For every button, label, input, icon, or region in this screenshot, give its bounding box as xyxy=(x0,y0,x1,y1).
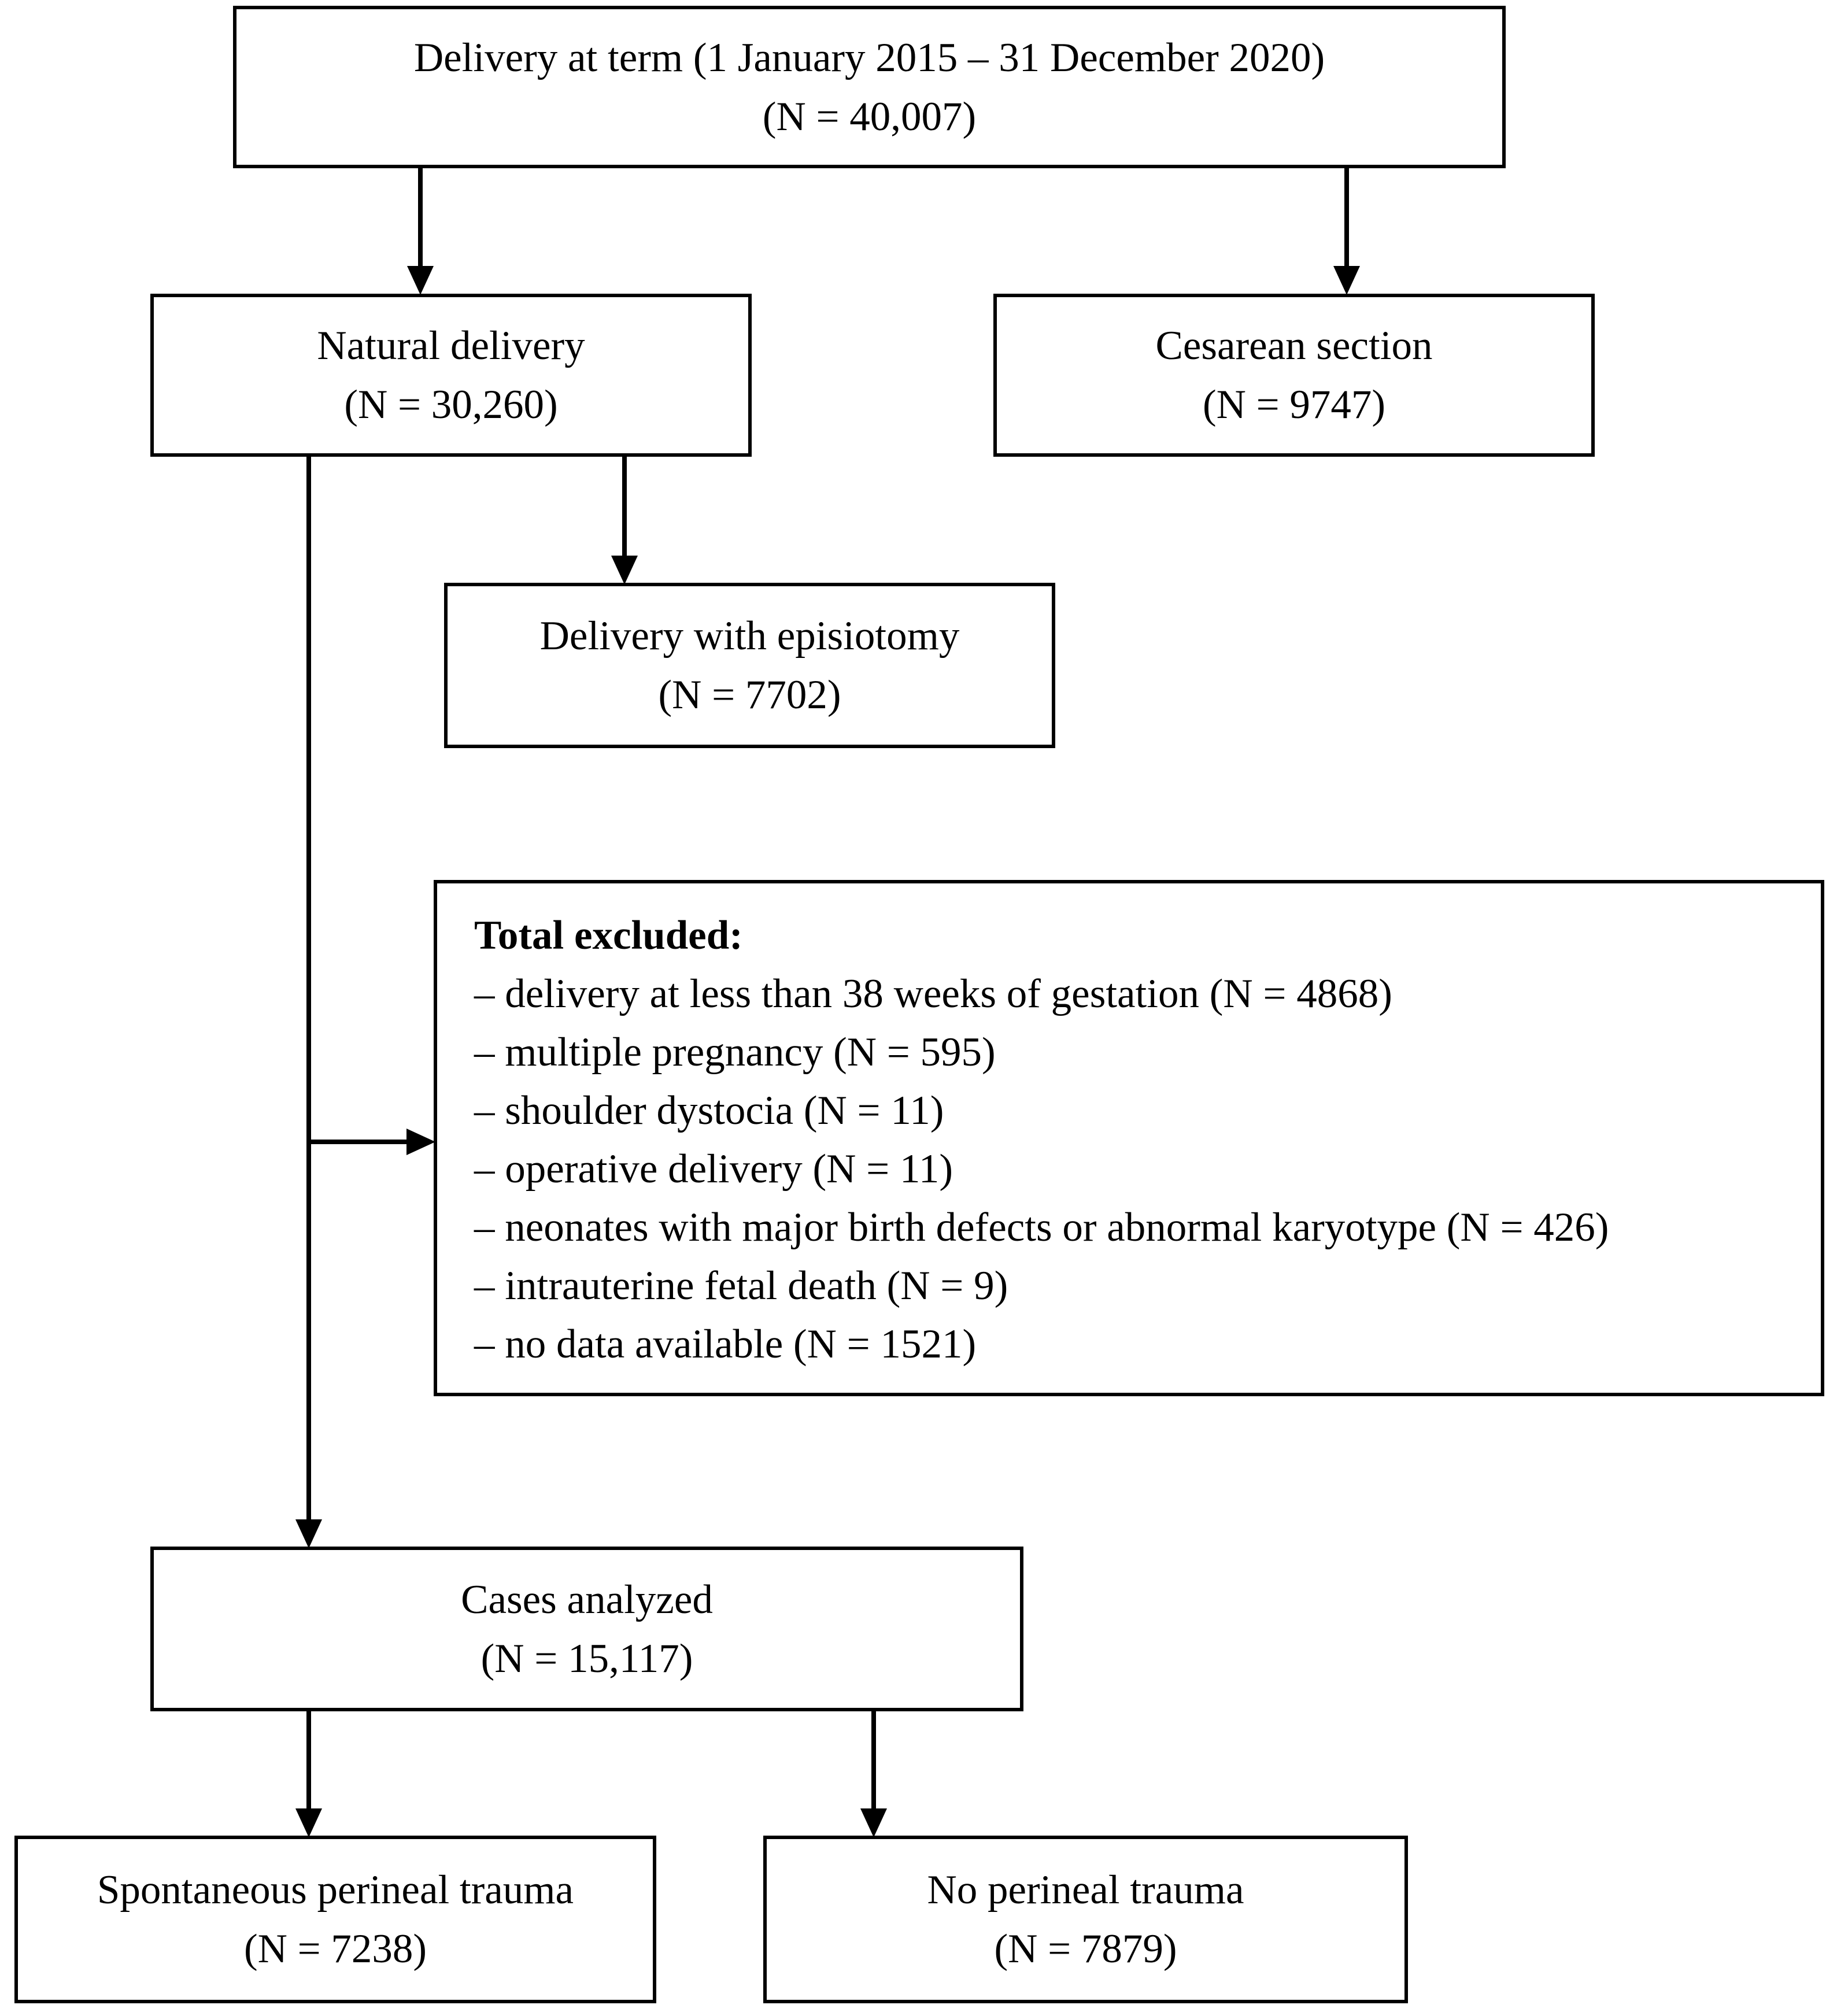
excluded-item: – multiple pregnancy (N = 595) xyxy=(474,1030,996,1075)
arrowhead-cesarean xyxy=(1333,266,1360,295)
no-perineal-trauma-count: (N = 7879) xyxy=(994,1926,1177,1971)
start-count: (N = 40,007) xyxy=(762,94,977,139)
excluded-item: – shoulder dystocia (N = 11) xyxy=(474,1088,944,1133)
cesarean-section-count: (N = 9747) xyxy=(1202,382,1386,427)
arrowhead-natural xyxy=(407,266,434,295)
episiotomy-count: (N = 7702) xyxy=(658,672,841,717)
perineal-trauma-title: Spontaneous perineal trauma xyxy=(97,1867,574,1913)
excluded-item: – intrauterine fetal death (N = 9) xyxy=(474,1263,1008,1308)
natural-delivery-count: (N = 30,260) xyxy=(344,382,558,427)
arrowhead-episiotomy xyxy=(611,556,638,585)
excluded-item: – operative delivery (N = 11) xyxy=(474,1146,953,1192)
arrowhead-trauma xyxy=(295,1808,322,1837)
cases-analyzed-count: (N = 15,117) xyxy=(480,1636,693,1681)
excluded-item: – neonates with major birth defects or a… xyxy=(474,1205,1609,1250)
excluded-list: – delivery at less than 38 weeks of gest… xyxy=(474,965,1821,1374)
start-title: Delivery at term (1 January 2015 – 31 De… xyxy=(413,35,1325,80)
cases-analyzed-box: Cases analyzed (N = 15,117) xyxy=(150,1547,1023,1711)
perineal-trauma-count: (N = 7238) xyxy=(243,1926,427,1971)
perineal-trauma-box: Spontaneous perineal trauma (N = 7238) xyxy=(14,1836,656,2003)
excluded-item: – delivery at less than 38 weeks of gest… xyxy=(474,971,1392,1016)
natural-delivery-box: Natural delivery (N = 30,260) xyxy=(150,294,752,457)
start-box: Delivery at term (1 January 2015 – 31 De… xyxy=(233,6,1506,168)
episiotomy-title: Delivery with episiotomy xyxy=(539,613,960,659)
arrowhead-no-trauma xyxy=(860,1808,887,1837)
excluded-item: – no data available (N = 1521) xyxy=(474,1322,977,1367)
natural-delivery-title: Natural delivery xyxy=(317,323,585,368)
cases-analyzed-title: Cases analyzed xyxy=(461,1577,713,1622)
excluded-box: Total excluded: – delivery at less than … xyxy=(434,880,1824,1396)
episiotomy-box: Delivery with episiotomy (N = 7702) xyxy=(444,583,1055,748)
arrowhead-analyzed xyxy=(295,1519,322,1548)
cesarean-section-title: Cesarean section xyxy=(1155,323,1433,368)
arrowhead-excluded xyxy=(406,1129,435,1155)
cesarean-section-box: Cesarean section (N = 9747) xyxy=(993,294,1595,457)
no-perineal-trauma-box: No perineal trauma (N = 7879) xyxy=(763,1836,1408,2003)
no-perineal-trauma-title: No perineal trauma xyxy=(927,1867,1244,1913)
excluded-heading: Total excluded: xyxy=(474,913,743,958)
